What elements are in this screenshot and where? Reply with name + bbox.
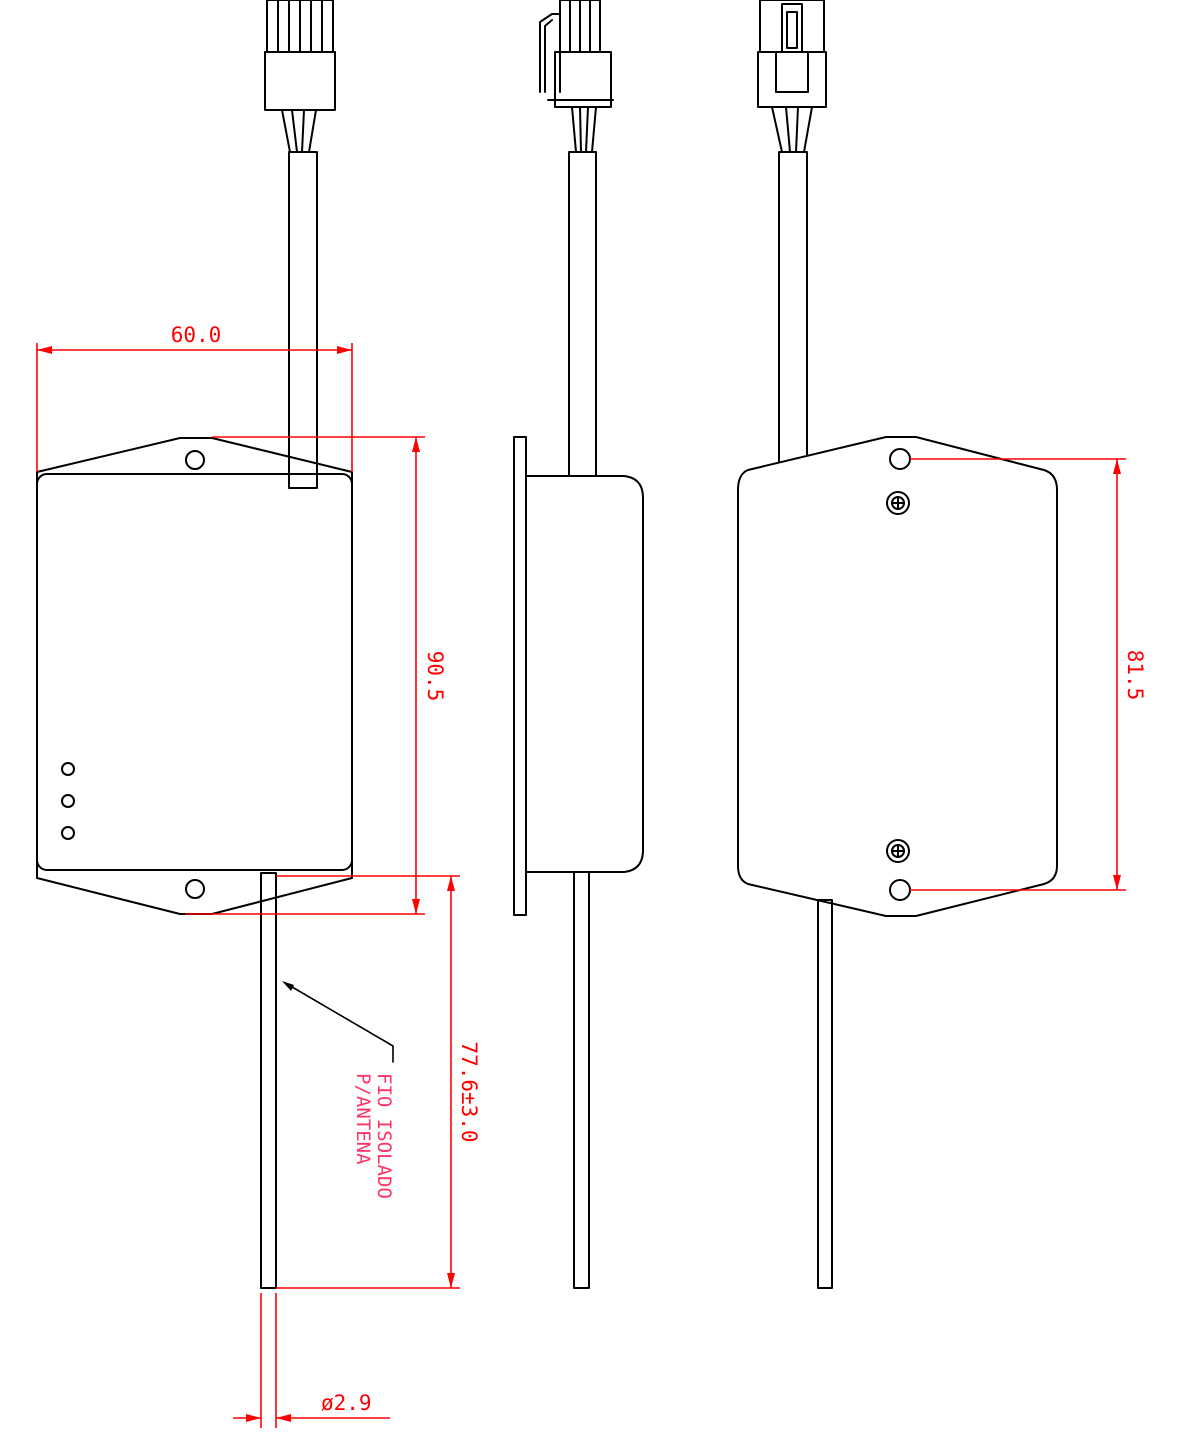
antenna-note: FIO ISOLADO P/ANTENA	[282, 981, 395, 1199]
side-view	[513, 0, 644, 1289]
dimension-cable-diameter-label: ø2.9	[321, 1391, 372, 1415]
side-body	[525, 475, 644, 873]
dimension-cable-length: 77.6±3.0	[276, 875, 481, 1289]
dimension-width-label: 60.0	[171, 323, 222, 347]
front-connector	[264, 0, 336, 153]
side-connector	[539, 0, 614, 153]
dimension-height-front-label: 90.5	[423, 651, 447, 702]
dimension-hole-spacing-label: 81.5	[1123, 650, 1147, 701]
side-cable-top	[568, 151, 597, 479]
back-view	[737, 0, 1058, 1289]
dimension-cable-length-label: 77.6±3.0	[457, 1041, 481, 1142]
note-line-2: P/ANTENA	[352, 1073, 374, 1165]
screw-icon-top	[886, 491, 910, 515]
front-cable-top	[288, 151, 318, 481]
dimension-hole-spacing: 81.5	[910, 458, 1147, 891]
note-line-1: FIO ISOLADO	[373, 1073, 395, 1199]
leader-arrow	[282, 981, 294, 991]
led-1	[61, 762, 75, 776]
side-cable-bottom	[573, 871, 590, 1289]
back-cable-bottom	[817, 899, 833, 1289]
led-2	[61, 794, 75, 808]
dimension-width: 60.0	[36, 323, 353, 472]
front-mount-hole-top	[185, 450, 205, 470]
dimension-cable-diameter: ø2.9	[233, 1293, 390, 1428]
back-cable-top	[778, 151, 808, 465]
front-mount-hole-bottom	[185, 879, 205, 899]
front-body	[36, 473, 353, 871]
leader-line	[286, 983, 394, 1063]
antenna-wire	[260, 872, 277, 1289]
back-body	[737, 436, 1058, 917]
side-flange	[513, 436, 527, 916]
led-3	[61, 826, 75, 840]
back-connector	[757, 0, 827, 153]
screw-icon-bottom	[886, 839, 910, 863]
front-view	[36, 0, 353, 1289]
dimension-height-front: 90.5	[185, 436, 447, 915]
